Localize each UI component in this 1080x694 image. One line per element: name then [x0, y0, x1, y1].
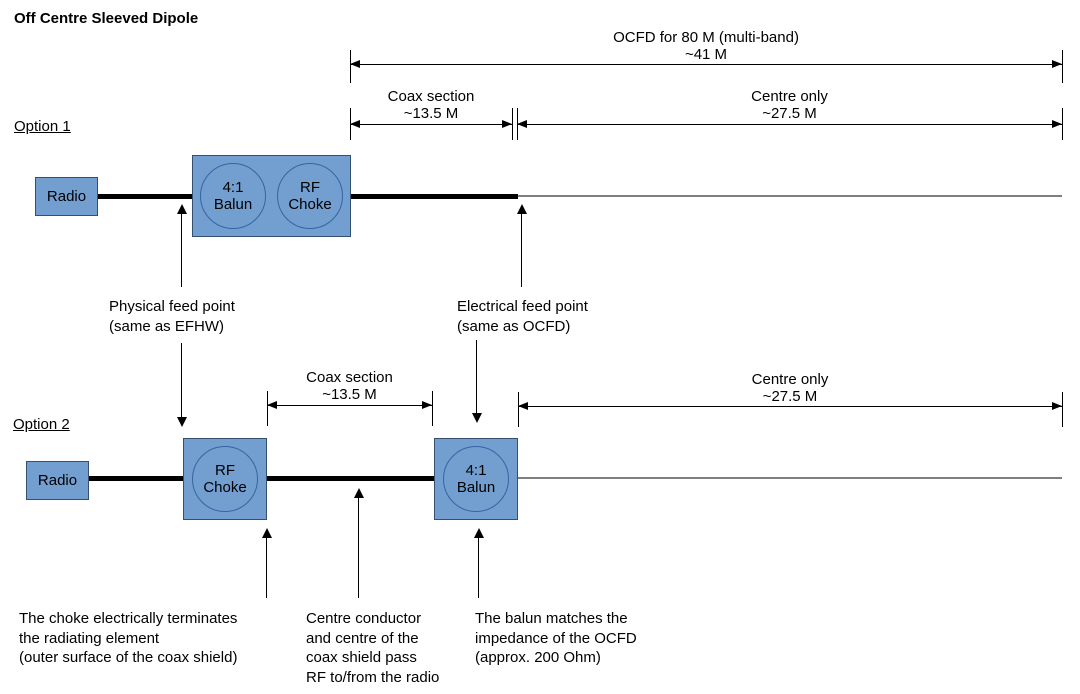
dim-coax2-tick-right	[432, 391, 433, 426]
choke-note-arrow	[266, 537, 267, 598]
option1-radio-label: Radio	[46, 188, 87, 205]
dim-coax1-tick-left	[350, 108, 351, 140]
option2-radio-label: Radio	[37, 472, 78, 489]
dim-coax1-value: ~13.5 M	[403, 105, 459, 122]
dim-coax2-value: ~13.5 M	[322, 386, 377, 403]
arrowhead-left-icon	[517, 120, 527, 128]
dim-ocfd-arrow	[350, 60, 1062, 68]
note-line: the radiating element	[19, 629, 160, 647]
dim-ocfd-tick-left	[350, 50, 351, 83]
dim-centre1-arrow	[517, 120, 1062, 128]
dim-centre1-label: Centre only	[751, 88, 828, 105]
dim-centre2-label: Centre only	[751, 371, 829, 388]
option1-antenna-wire	[518, 195, 1062, 197]
option2-balun-circle: 4:1 Balun	[443, 446, 509, 512]
note-line: (outer surface of the coax shield)	[19, 649, 238, 666]
note-line: Physical feed point	[109, 298, 235, 315]
balun-ratio-label: 4:1	[465, 462, 487, 479]
physical-feed-up-arrow	[181, 213, 182, 287]
dim-coax1-label: Coax section	[387, 88, 475, 105]
dim-centre2-value: ~27.5 M	[762, 388, 818, 405]
arrowhead-left-icon	[350, 120, 360, 128]
electrical-feed-up-arrowhead-icon	[516, 204, 527, 214]
dim-ocfd-label: OCFD for 80 M (multi-band)	[613, 29, 799, 46]
physical-feed-down-arrow	[181, 343, 182, 418]
dim-coax2-tick-left	[267, 391, 268, 426]
centre-conductor-arrow	[358, 497, 359, 598]
option2-balun-box: 4:1 Balun	[434, 438, 518, 520]
dim-centre1-tick-right	[1062, 108, 1063, 140]
centre-conductor-note: Centre conductor and centre of the coax …	[306, 609, 439, 687]
dim-coax2-arrow	[267, 401, 432, 409]
choke-label: Choke	[288, 196, 332, 213]
electrical-feed-point-note: Electrical feed point (same as OCFD)	[457, 297, 588, 336]
balun-note-arrow	[478, 537, 479, 598]
dim-ocfd-value: ~41 M	[684, 46, 728, 63]
balun-note-arrowhead-icon	[473, 528, 484, 538]
arrowhead-right-icon	[1052, 402, 1062, 410]
option2-antenna-wire	[518, 477, 1062, 479]
note-line: impedance of the OCFD	[475, 629, 637, 647]
note-line: (same as OCFD)	[457, 317, 571, 335]
arrowhead-right-icon	[1052, 120, 1062, 128]
balun-ratio-label: 4:1	[222, 179, 244, 196]
dim-coax1-arrow	[350, 120, 512, 128]
dim-centre1-value: ~27.5 M	[762, 105, 817, 122]
rf-label: RF	[300, 179, 320, 196]
arrowhead-left-icon	[518, 402, 528, 410]
note-line: RF to/from the radio	[306, 668, 440, 686]
arrowhead-right-icon	[1052, 60, 1062, 68]
physical-feed-point-note: Physical feed point (same as EFHW)	[109, 297, 235, 336]
option2-label: Option 2	[13, 416, 70, 433]
option1-radio-box: Radio	[35, 177, 98, 216]
note-line: Electrical feed point	[457, 298, 588, 315]
note-line: The balun matches the	[475, 610, 628, 627]
electrical-feed-down-arrowhead-icon	[471, 413, 482, 423]
physical-feed-down-arrowhead-icon	[176, 417, 187, 427]
note-line: Centre conductor	[306, 610, 422, 627]
choke-note: The choke electrically terminates the ra…	[19, 609, 237, 668]
balun-label: Balun	[456, 479, 496, 496]
dim-coax2-label: Coax section	[306, 369, 393, 386]
choke-label: Choke	[203, 479, 247, 496]
balun-label: Balun	[213, 196, 253, 213]
centre-conductor-arrowhead-icon	[353, 488, 364, 498]
note-line: coax shield pass	[306, 649, 417, 666]
arrowhead-right-icon	[422, 401, 432, 409]
option1-rf-choke-circle: RF Choke	[277, 163, 343, 229]
page-title: Off Centre Sleeved Dipole	[14, 10, 199, 27]
note-line: and centre of the	[306, 629, 419, 647]
option2-rf-choke-box: RF Choke	[183, 438, 267, 520]
physical-feed-up-arrowhead-icon	[176, 204, 187, 214]
balun-note: The balun matches the impedance of the O…	[475, 609, 637, 668]
dim-ocfd-tick-right	[1062, 50, 1063, 83]
note-line: The choke electrically terminates	[19, 610, 238, 627]
dim-coax1-tick-right	[512, 108, 513, 140]
note-line: (same as EFHW)	[109, 317, 225, 335]
option1-label: Option 1	[14, 118, 71, 135]
electrical-feed-down-arrow	[476, 340, 477, 414]
option1-balun-choke-box: 4:1 Balun RF Choke	[192, 155, 351, 237]
dim-centre1-tick-left	[517, 108, 518, 140]
rf-label: RF	[215, 462, 235, 479]
arrowhead-left-icon	[267, 401, 277, 409]
dim-centre2-arrow	[518, 402, 1062, 410]
note-line: (approx. 200 Ohm)	[475, 649, 601, 666]
arrowhead-right-icon	[502, 120, 512, 128]
choke-note-arrowhead-icon	[261, 528, 272, 538]
option2-radio-box: Radio	[26, 461, 89, 500]
option1-balun-circle: 4:1 Balun	[200, 163, 266, 229]
electrical-feed-up-arrow	[521, 213, 522, 287]
dim-centre2-tick-right	[1062, 392, 1063, 427]
arrowhead-left-icon	[350, 60, 360, 68]
dim-centre2-tick-left	[518, 392, 519, 427]
option2-rf-choke-circle: RF Choke	[192, 446, 258, 512]
